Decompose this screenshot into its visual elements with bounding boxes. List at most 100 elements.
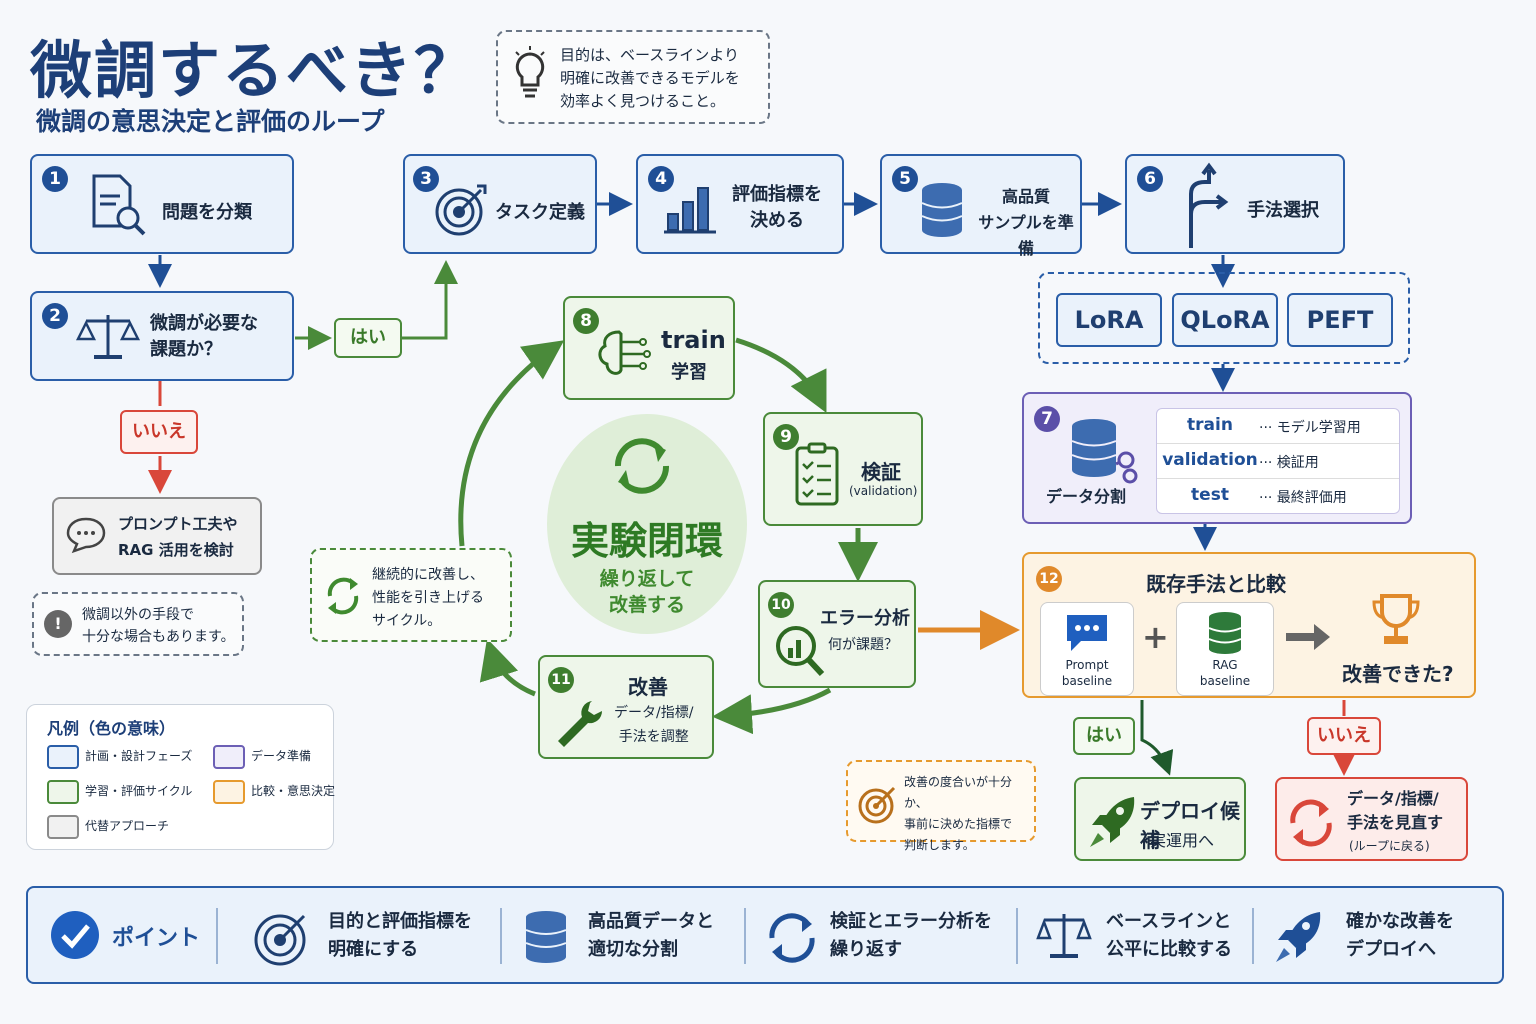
lightbulb-icon <box>515 46 545 98</box>
point-text: 目的と評価指標を <box>328 911 472 932</box>
deploy-title: デプロイ候補 <box>1140 799 1240 852</box>
step-label: タスク定義 <box>495 202 585 223</box>
split-name: validation <box>1162 450 1258 470</box>
checklist-icon <box>795 442 839 506</box>
scale-icon <box>75 315 141 359</box>
improve-note: 改善の度合いが十分か、 事前に決めた指標で 判断します。 <box>846 760 1036 852</box>
point-text: 検証とエラー分析を <box>830 911 992 932</box>
step-method-selection: 6 手法選択 <box>1125 154 1345 254</box>
baseline-label: baseline <box>1199 674 1251 688</box>
point-item: 高品質データと 適切な分割 <box>524 888 744 982</box>
legend: 凡例（色の意味） 計画・設計フェーズ データ準備 学習・評価サイクル 比較・意思… <box>26 704 336 850</box>
exclamation-icon: ! <box>44 610 72 638</box>
step-number: 8 <box>573 308 599 334</box>
point-text: 確かな改善を <box>1346 911 1454 932</box>
point-text: ベースラインと <box>1106 911 1232 932</box>
point-item: 検証とエラー分析を 繰り返す <box>766 888 1016 982</box>
revisit-line: 手法を見直す <box>1347 813 1444 832</box>
step-label: サンプルを準備 <box>978 213 1074 258</box>
step-sub: 手法を調整 <box>618 729 689 745</box>
loop-note-line: 継続的に改善し、 <box>372 567 484 583</box>
alt-note-line: 十分な場合もあります。 <box>82 629 235 645</box>
method-lora: LoRA <box>1056 293 1162 347</box>
step-number: 9 <box>773 424 799 450</box>
revisit-line: データ/指標/ <box>1347 789 1439 808</box>
chat-bubble-icon <box>1067 615 1107 651</box>
prompt-baseline-card: Prompt baseline <box>1040 602 1134 696</box>
method-qlora: QLoRA <box>1172 293 1278 347</box>
step-sub: 学習 <box>671 362 707 383</box>
step-label: 問題を分類 <box>162 202 252 223</box>
improve-note-line: 改善の度合いが十分か、 <box>904 775 1013 810</box>
database-split-icon <box>1071 419 1138 484</box>
step-title: 改善 <box>628 675 668 699</box>
improve-note-line: 事前に決めた指標で <box>904 817 1013 831</box>
step-label: 手法選択 <box>1247 200 1319 221</box>
magnifier-chart-icon <box>776 626 825 677</box>
step-number: 10 <box>768 592 794 618</box>
split-row: train ··· モデル学習用 <box>1157 409 1399 444</box>
point-item: 目的と評価指標を 明確にする <box>254 888 500 982</box>
alt-note: ! 微調以外の手段で 十分な場合もあります。 <box>32 592 244 656</box>
legend-title: 凡例（色の意味） <box>47 719 176 738</box>
deploy-sub: 実運用へ <box>1150 831 1215 850</box>
improve-note-line: 判断します。 <box>904 838 975 852</box>
database-icon <box>921 183 963 237</box>
step-sub: (validation) <box>849 484 918 498</box>
answer-no: いいえ <box>1307 717 1381 755</box>
step-compare: 12 既存手法と比較 Prompt baseline + RAG baselin… <box>1022 552 1476 698</box>
rocket-icon <box>1276 912 1321 962</box>
step-number: 12 <box>1036 566 1062 592</box>
step-number: 5 <box>892 166 918 192</box>
legend-label: 学習・評価サイクル <box>85 784 193 798</box>
step-number: 1 <box>42 166 68 192</box>
point-text: 適切な分割 <box>588 939 678 960</box>
legend-label: 計画・設計フェーズ <box>85 749 193 763</box>
legend-label: 代替アプローチ <box>85 819 170 833</box>
refresh-icon <box>614 438 670 494</box>
alt-note-line: 微調以外の手段で <box>82 607 194 623</box>
legend-swatch <box>47 745 79 769</box>
point-text: 高品質データと <box>588 911 714 932</box>
step-error-analysis: 10 エラー分析 何が課題？ <box>758 580 916 688</box>
split-desc: ··· モデル学習用 <box>1259 420 1361 436</box>
revisit-loop: データ/指標/ 手法を見直す (ループに戻る) <box>1275 777 1468 861</box>
split-name: train <box>1187 415 1233 435</box>
step-label: 課題か？ <box>150 339 222 360</box>
split-name: test <box>1191 485 1229 505</box>
trophy-icon <box>1372 594 1420 644</box>
legend-swatch <box>213 780 245 804</box>
points-label: ポイント <box>112 926 201 951</box>
step-label: データ分割 <box>1046 487 1127 506</box>
point-text: デプロイへ <box>1346 939 1436 960</box>
goal-callout: 目的は、ベースラインより 明確に改善できるモデルを 効率よく見つけること。 <box>496 30 770 124</box>
plus-icon: + <box>1142 618 1169 656</box>
goal-line: 効率よく見つけること。 <box>560 92 726 110</box>
target-icon <box>858 786 896 824</box>
loop-note-line: サイクル。 <box>372 613 442 629</box>
step-label: 決める <box>750 210 804 231</box>
step-label: 高品質 <box>1001 187 1050 206</box>
split-table: train ··· モデル学習用 validation ··· 検証用 test… <box>1156 408 1400 514</box>
step-sub: データ/指標/ <box>614 705 694 721</box>
loop-subtitle: 改善する <box>608 594 685 616</box>
legend-swatch <box>47 780 79 804</box>
step-prepare-samples: 5 高品質 サンプルを準備 <box>880 154 1082 258</box>
goal-line: 明確に改善できるモデルを <box>560 69 740 87</box>
legend-swatch <box>213 745 245 769</box>
revisit-sub: (ループに戻る) <box>1349 839 1430 853</box>
split-row: test ··· 最終評価用 <box>1157 479 1399 513</box>
method-peft: PEFT <box>1287 293 1393 347</box>
baseline-label: baseline <box>1061 674 1113 688</box>
deploy-candidate: デプロイ候補 実運用へ <box>1074 777 1246 861</box>
fork-arrow-icon <box>1189 162 1229 248</box>
legend-label: 比較・意思決定 <box>251 784 336 798</box>
wrench-icon <box>558 701 603 747</box>
check-circle-icon <box>51 911 99 959</box>
step-title: train <box>661 326 726 354</box>
step-number: 7 <box>1034 406 1060 432</box>
point-item: 確かな改善を デプロイへ <box>1274 888 1484 982</box>
step-label: 評価指標を <box>732 184 822 205</box>
answer-yes: はい <box>334 318 402 358</box>
